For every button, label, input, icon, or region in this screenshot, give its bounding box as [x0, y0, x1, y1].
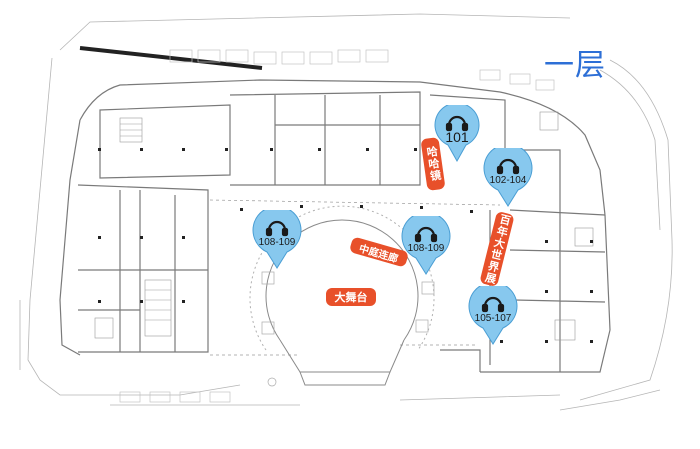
headphones-icon	[445, 115, 469, 132]
audio-stop-102-104[interactable]: 102-104	[482, 148, 534, 208]
top-road-bar	[79, 46, 263, 70]
stop-number: 102-104	[489, 175, 527, 186]
stop-number: 105-107	[474, 313, 512, 324]
place-tag-dawutai[interactable]: 大舞台	[326, 288, 376, 306]
stage-amphitheatre	[249, 205, 435, 386]
headphones-icon	[496, 158, 520, 175]
headphones-icon	[481, 296, 505, 313]
headphones-icon	[265, 220, 289, 237]
audio-stop-108-109-center[interactable]: 108-109	[400, 216, 452, 276]
planters	[261, 271, 435, 387]
audio-stop-108-109-west[interactable]: 108-109	[251, 210, 303, 270]
parking-stalls	[119, 49, 555, 403]
stop-number: 108-109	[407, 243, 445, 254]
pin-marker	[483, 148, 533, 207]
pin-marker	[434, 105, 480, 163]
corridor	[209, 199, 501, 356]
pin-marker	[468, 286, 518, 345]
audio-stop-101[interactable]: 101	[434, 105, 480, 163]
stairs	[94, 111, 594, 341]
building-walls	[59, 79, 611, 373]
stop-number: 108-109	[258, 237, 296, 248]
audio-stop-105-107[interactable]: 105-107	[467, 286, 519, 346]
stop-number: 101	[445, 129, 469, 145]
pin-marker	[252, 210, 302, 269]
pin-marker	[401, 216, 451, 275]
headphones-icon	[414, 226, 438, 243]
floor-title: 一层	[544, 48, 606, 83]
